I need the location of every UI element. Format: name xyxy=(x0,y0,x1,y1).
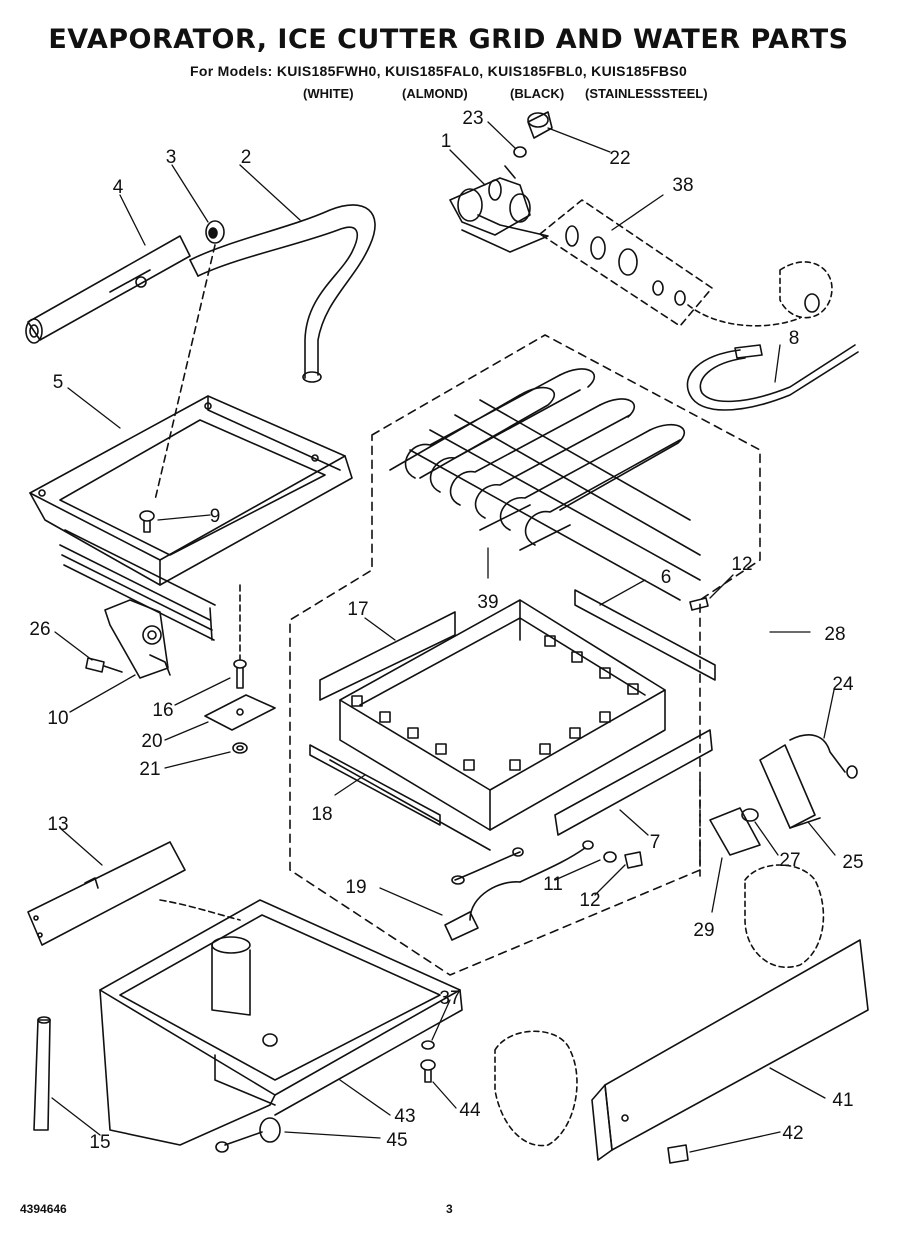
part-12-screw xyxy=(689,597,709,611)
callout-19: 19 xyxy=(345,877,366,898)
callout-12a: 12 xyxy=(731,554,752,575)
callout-1: 1 xyxy=(441,131,452,152)
callout-11: 11 xyxy=(543,874,563,895)
callout-17: 17 xyxy=(347,599,368,620)
callout-27: 27 xyxy=(779,850,800,871)
callout-41: 41 xyxy=(832,1090,853,1111)
part-23-nut xyxy=(513,146,527,158)
part-11-washer xyxy=(603,851,617,863)
part-44-screw xyxy=(420,1059,436,1083)
callout-6: 6 xyxy=(661,567,672,588)
part-4-tube xyxy=(25,235,191,344)
callout-42: 42 xyxy=(782,1123,803,1144)
callout-9: 9 xyxy=(210,506,221,527)
callout-44: 44 xyxy=(459,1100,481,1121)
callout-45: 45 xyxy=(386,1130,407,1151)
callout-43: 43 xyxy=(394,1106,415,1127)
callout-26: 26 xyxy=(29,619,50,640)
part-15-tube xyxy=(33,1016,51,1131)
variant-black: (BLACK) xyxy=(510,86,565,101)
part-9-screw xyxy=(139,510,155,533)
part-24-wire xyxy=(789,734,858,779)
part-8-tube xyxy=(686,344,859,411)
variant-stainless: (STAINLESSSTEEL) xyxy=(585,86,708,101)
part-27-grommet xyxy=(741,808,759,822)
part-13-plate xyxy=(27,841,186,946)
part-22-cap xyxy=(527,111,553,139)
variant-almond: (ALMOND) xyxy=(402,86,468,101)
callout-5: 5 xyxy=(53,372,64,393)
part-45-plug xyxy=(215,1117,281,1153)
part-37-washer xyxy=(421,1040,435,1050)
part-cutter-grid-frame xyxy=(309,589,716,851)
callout-38: 38 xyxy=(672,175,693,196)
part-10-bracket xyxy=(104,599,171,679)
part-5-evaporator xyxy=(29,395,353,641)
part-41-cover xyxy=(591,939,869,1161)
part-29-bracket xyxy=(709,807,761,856)
part-21-nut xyxy=(232,742,248,754)
callout-25: 25 xyxy=(842,852,863,873)
part-26-screw xyxy=(85,657,123,673)
part-42-screw xyxy=(667,1144,689,1164)
callout-8: 8 xyxy=(789,328,800,349)
callout-numbers: 1 2 3 4 5 6 7 8 9 10 11 12 12 13 15 16 1… xyxy=(29,108,863,1153)
callout-29: 29 xyxy=(693,920,714,941)
callout-12b: 12 xyxy=(579,890,600,911)
callout-2: 2 xyxy=(241,147,252,168)
callout-leaders xyxy=(51,121,836,1153)
part-1-water-valve xyxy=(449,165,549,253)
callout-24: 24 xyxy=(832,674,854,695)
part-39-heater-grid xyxy=(389,368,701,601)
callout-3: 3 xyxy=(166,147,177,168)
part-12-screw-lower xyxy=(624,851,643,869)
callout-20: 20 xyxy=(141,731,162,752)
part-38-fitting-kit xyxy=(539,199,833,327)
part-3-grommet xyxy=(205,220,225,244)
callout-16: 16 xyxy=(152,700,173,721)
callout-18: 18 xyxy=(311,804,332,825)
part-2-hose xyxy=(189,204,376,383)
callout-37: 37 xyxy=(439,988,460,1009)
part-20-bracket xyxy=(204,694,276,731)
callout-22: 22 xyxy=(609,148,630,169)
part-43-drain-pan xyxy=(99,899,463,1146)
callout-13: 13 xyxy=(47,814,68,835)
callout-7: 7 xyxy=(650,832,661,853)
callout-23: 23 xyxy=(462,108,483,129)
callout-4: 4 xyxy=(113,177,124,198)
page-number: 3 xyxy=(446,1202,453,1216)
callout-39: 39 xyxy=(477,592,498,613)
callout-21: 21 xyxy=(139,759,160,780)
part-16-screw xyxy=(233,659,247,689)
part-19-wire-harness xyxy=(444,840,594,941)
models-line: For Models: KUIS185FWH0, KUIS185FAL0, KU… xyxy=(190,63,688,79)
document-number: 4394646 xyxy=(20,1202,67,1216)
part-25-bracket xyxy=(759,744,821,829)
page-title: EVAPORATOR, ICE CUTTER GRID AND WATER PA… xyxy=(48,24,849,55)
callout-10: 10 xyxy=(47,708,68,729)
callout-15: 15 xyxy=(89,1132,110,1153)
variant-white: (WHITE) xyxy=(303,86,354,101)
callout-28: 28 xyxy=(824,624,845,645)
